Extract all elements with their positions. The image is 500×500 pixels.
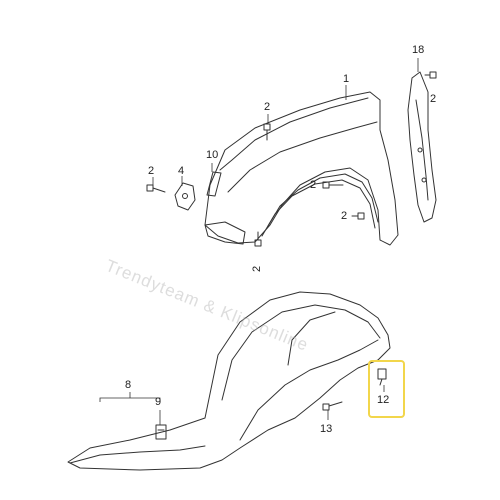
callout-2-mid: 2 <box>310 179 317 191</box>
callout-2-rear: 2 <box>430 93 437 105</box>
bolt-left <box>146 184 166 193</box>
bolt-rear <box>424 71 437 79</box>
mounting-bracket <box>174 182 196 211</box>
callout-9: 9 <box>155 396 162 408</box>
bolt-13 <box>322 401 343 411</box>
lower-bracket <box>204 221 246 245</box>
callout-4: 4 <box>178 165 185 177</box>
callout-13: 13 <box>320 423 333 435</box>
callout-2-lower-right: 2 <box>341 210 348 222</box>
callout-12: 12 <box>377 394 390 406</box>
callout-1: 1 <box>343 73 350 85</box>
rear-bracket <box>407 71 437 223</box>
bolt-bottom <box>254 231 262 247</box>
callout-8: 8 <box>125 379 132 391</box>
wheel-arch-liner <box>67 291 391 471</box>
callout-2-top: 2 <box>264 101 271 113</box>
clip-part <box>155 424 167 440</box>
callout-10: 10 <box>206 149 219 161</box>
callout-18: 18 <box>412 44 425 56</box>
bolt-lower-right <box>351 212 365 220</box>
bolt-mid <box>322 181 344 189</box>
highlight-box-12 <box>368 360 405 418</box>
screw-part <box>377 368 387 386</box>
callout-2-bottom: 2 <box>251 265 263 272</box>
bolt-top <box>263 123 271 141</box>
trim-strip <box>206 171 222 197</box>
fender-panel <box>204 91 399 246</box>
leader-8-bracket <box>99 392 161 402</box>
callout-2-left: 2 <box>148 165 155 177</box>
